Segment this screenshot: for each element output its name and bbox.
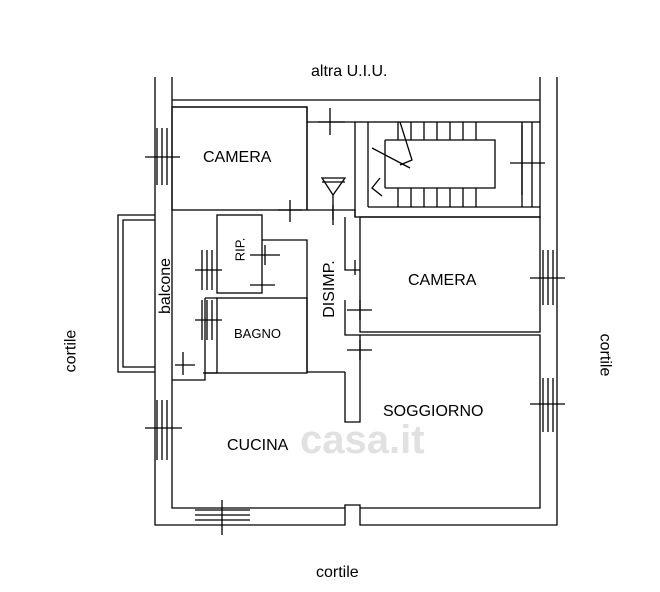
soggiorno-walls — [344, 334, 541, 490]
room-cucina: CUCINA — [227, 437, 289, 454]
windows — [145, 125, 565, 535]
room-soggiorno: SOGGIORNO — [383, 403, 484, 420]
room-balcone: balcone — [157, 257, 175, 315]
label-bottom-cortile: cortile — [316, 564, 359, 581]
label-right-cortile: cortile — [596, 333, 614, 377]
room-camera-right: CAMERA — [408, 272, 477, 289]
door-ticks — [175, 108, 372, 375]
label-top-neighbor: altra U.I.U. — [311, 63, 388, 80]
room-camera-top: CAMERA — [203, 149, 272, 166]
rip-walls — [216, 214, 308, 372]
staircase — [354, 121, 541, 218]
disimp-walls — [307, 209, 356, 373]
cucina-walls — [172, 298, 217, 381]
room-ripostiglio: RIP. — [232, 237, 248, 262]
balcone-outline — [117, 214, 155, 373]
room-bagno: BAGNO — [234, 326, 281, 341]
room-disimpegno: DISIMP. — [320, 260, 338, 318]
label-left-cortile: cortile — [62, 329, 80, 373]
outer-walls — [154, 77, 558, 526]
watermark-logo: casa.it — [300, 418, 425, 462]
